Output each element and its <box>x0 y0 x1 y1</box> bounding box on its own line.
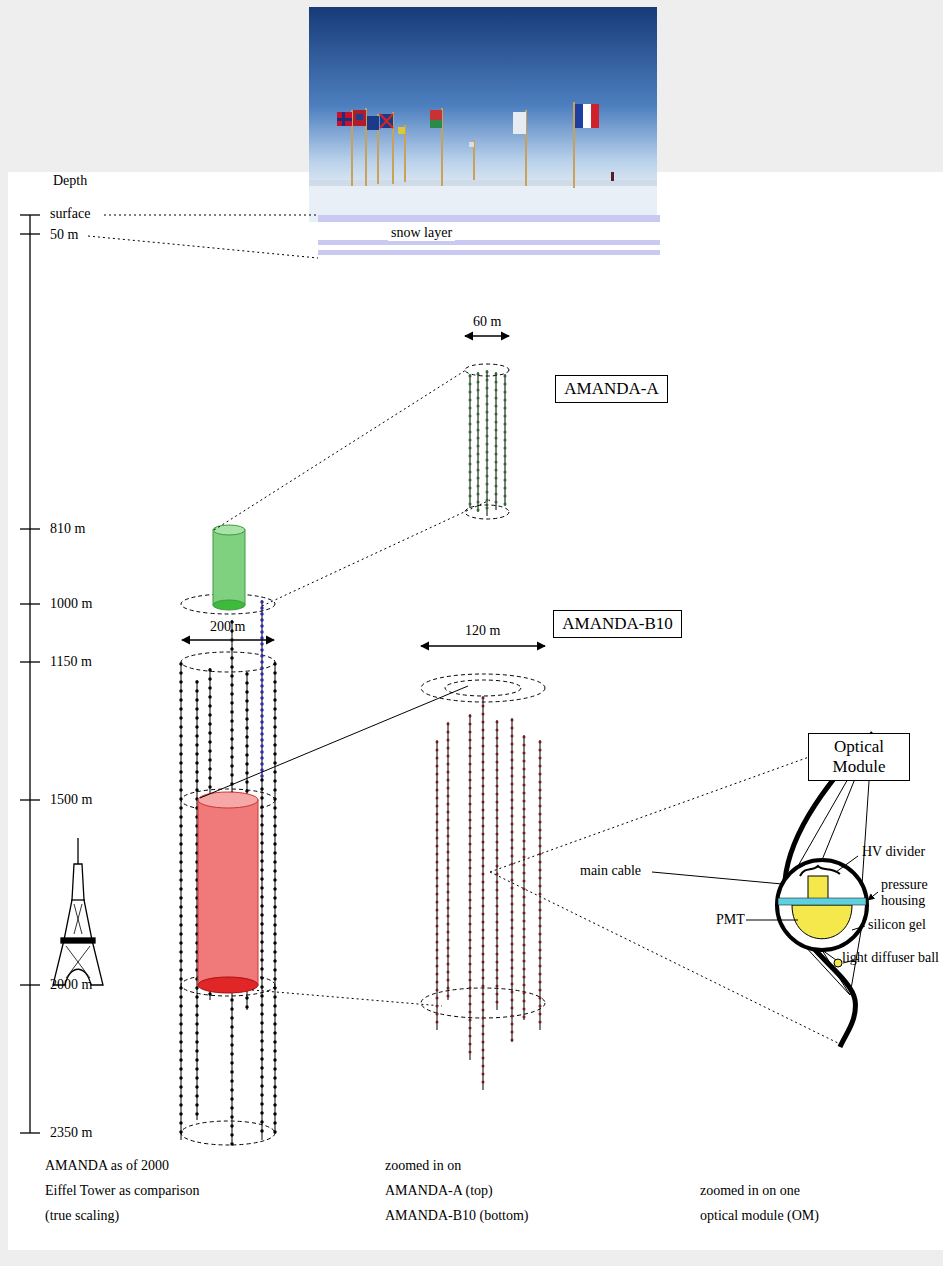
label-box: AMANDA-A <box>555 375 668 403</box>
amanda-b10-cylinder <box>198 792 258 993</box>
text-label: zoomed in on <box>385 1158 461 1174</box>
text-label: HV divider <box>862 844 925 860</box>
text-label: 2350 m <box>50 1125 92 1141</box>
text-label: Eiffel Tower as comparison <box>45 1183 199 1199</box>
text-label: Depth <box>53 173 87 189</box>
label-box: AMANDA-B10 <box>553 610 682 638</box>
amanda-a-zoom <box>465 336 509 519</box>
amanda-a-cylinder <box>213 525 245 610</box>
text-label: AMANDA-B10 (bottom) <box>385 1208 529 1224</box>
depth-guide-lines <box>88 215 318 258</box>
zoom-lines <box>200 370 870 1045</box>
snow-layer-bands <box>318 215 660 258</box>
text-label: silicon gel <box>868 917 926 933</box>
eiffel-tower <box>53 838 103 985</box>
text-label: AMANDA-A (top) <box>385 1183 493 1199</box>
depth-axis <box>20 215 40 1133</box>
amanda-b10-zoom <box>421 646 545 1090</box>
box-label: AMANDA-B10 <box>562 614 673 634</box>
text-label: pressure housing <box>881 877 939 909</box>
box-label: AMANDA-A <box>564 379 659 399</box>
text-label: PMT <box>716 912 745 928</box>
south-pole-photo <box>309 7 657 222</box>
main-detector-array <box>181 594 275 1145</box>
text-label: 810 m <box>50 521 85 537</box>
text-label: optical module (OM) <box>700 1208 819 1224</box>
text-label: 1150 m <box>50 654 92 670</box>
panel <box>8 172 943 1250</box>
text-label: 1000 m <box>50 596 92 612</box>
leader-lines <box>652 856 878 963</box>
text-label: main cable <box>580 863 641 879</box>
text-label: 50 m <box>50 227 78 243</box>
text-label: 60 m <box>473 314 501 330</box>
text-label: light diffuser ball <box>842 950 939 966</box>
box-label: Optical Module <box>817 737 901 777</box>
text-label: 200 m <box>210 619 245 635</box>
text-label: snow layer <box>388 225 455 241</box>
text-label: 120 m <box>465 623 500 639</box>
text-label: surface <box>50 206 90 222</box>
text-label: (true scaling) <box>45 1208 119 1224</box>
text-label: AMANDA as of 2000 <box>45 1158 169 1174</box>
text-label: 1500 m <box>50 792 92 808</box>
label-box: Optical Module <box>808 733 910 781</box>
text-label: zoomed in on one <box>700 1183 800 1199</box>
text-label: 2000 m <box>50 977 92 993</box>
